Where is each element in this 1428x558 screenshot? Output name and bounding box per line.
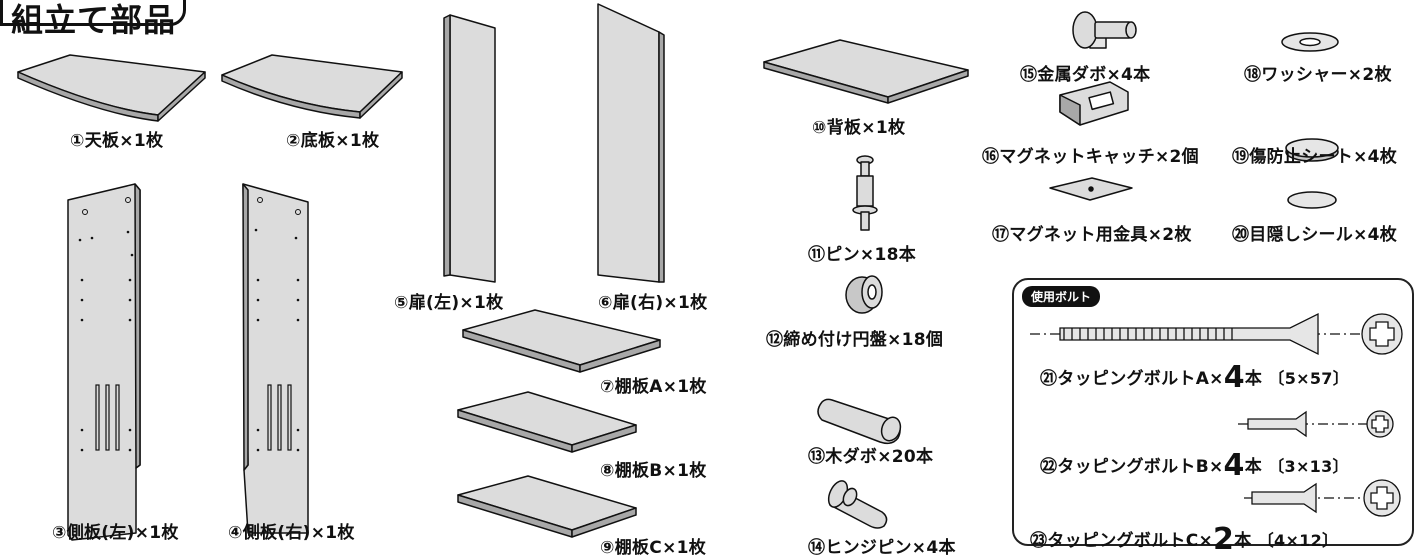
bolt-b-times: × — [1208, 457, 1224, 477]
label-door-right: ⑥扉(右)×1枚 — [598, 293, 708, 313]
disc-drawing — [845, 275, 883, 314]
bottom-board-drawing — [221, 54, 403, 119]
bolt-c-count: 2 — [1213, 522, 1235, 557]
panel-holes — [78, 197, 301, 452]
page-title-tab: 組立て部品 — [0, 0, 186, 39]
magnet-catch-drawing — [1059, 81, 1129, 126]
shelf-b-drawing — [457, 391, 637, 453]
bolt-b-name: ㉒タッピングボルトB — [1040, 457, 1209, 477]
label-metal-dowel: ⑮金属ダボ×4本 — [1020, 65, 1151, 85]
cover-seal-drawing — [1287, 191, 1337, 209]
washer-drawing — [1281, 32, 1339, 52]
label-magnet-catch: ⑯マグネットキャッチ×2個 — [982, 147, 1199, 167]
metal-dowel-drawing — [1072, 11, 1137, 49]
back-board-drawing — [763, 39, 969, 104]
shelf-c-drawing — [457, 475, 637, 538]
page-title: 組立て部品 — [11, 1, 177, 39]
label-top-board: ①天板×1枚 — [70, 131, 164, 151]
label-washer: ⑱ワッシャー×2枚 — [1244, 65, 1392, 85]
bolt-a-spec: 〔5×57〕 — [1268, 369, 1350, 388]
bolt-a-unit: 本 — [1244, 369, 1263, 389]
label-wood-dowel: ⑬木ダボ×20本 — [808, 447, 934, 467]
label-magnet-plate: ⑰マグネット用金具×2枚 — [992, 225, 1192, 245]
label-side-panel-right: ④側板(右)×1枚 — [228, 523, 355, 543]
bolt-b-spec: 〔3×13〕 — [1268, 457, 1349, 476]
panel-slots — [95, 384, 292, 451]
label-shelf-a: ⑦棚板A×1枚 — [600, 377, 707, 397]
bolt-b-count: 4 — [1223, 448, 1245, 483]
bolt-b-unit: 本 — [1244, 457, 1263, 477]
shelf-a-drawing — [462, 309, 661, 373]
label-pin: ⑪ピン×18本 — [808, 245, 917, 265]
label-protection-sheet: ⑲傷防止シート×4枚 — [1232, 147, 1398, 167]
bolt-c-unit: 本 — [1234, 531, 1252, 551]
label-hinge-pin: ⑭ヒンジピン×4本 — [808, 538, 956, 558]
magnet-plate-drawing — [1049, 177, 1133, 201]
bolt-box — [1012, 278, 1414, 546]
label-cover-seal: ⑳目隠しシール×4枚 — [1232, 225, 1398, 245]
hinge-pin-drawing — [827, 480, 888, 529]
protection-sheet-drawing — [1285, 138, 1339, 162]
top-board-drawing — [17, 54, 206, 122]
bolt-a-drawing — [1030, 312, 1403, 356]
label-bottom-board: ②底板×1枚 — [286, 131, 380, 151]
side-panel-right-drawing — [242, 183, 309, 534]
bolt-a-name: ㉑タッピングボルトA — [1040, 369, 1210, 389]
bolt-b-drawing — [1238, 410, 1394, 438]
label-back-board: ⑩背板×1枚 — [812, 118, 906, 138]
label-bolt-b: ㉒タッピングボルトB×4本 〔3×13〕 — [1040, 448, 1349, 483]
label-bolt-c: ㉓タッピングボルトC×2本 〔4×12〕 — [1030, 522, 1338, 557]
label-door-left: ⑤扉(左)×1枚 — [394, 293, 504, 313]
door-left-drawing — [443, 14, 496, 283]
wood-dowel-drawing — [817, 398, 902, 445]
bolt-a-times: × — [1209, 369, 1224, 389]
door-right-drawing — [597, 3, 665, 283]
bolt-a-count: 4 — [1223, 360, 1245, 395]
label-shelf-c: ⑨棚板C×1枚 — [600, 538, 707, 558]
label-disc: ⑫締め付け円盤×18個 — [766, 330, 944, 350]
label-bolt-a: ㉑タッピングボルトA×4本 〔5×57〕 — [1040, 360, 1349, 395]
pin-drawing — [852, 155, 878, 231]
bolt-c-drawing — [1244, 479, 1401, 517]
side-panel-left-drawing — [67, 183, 141, 541]
bolt-badge: 使用ボルト — [1022, 286, 1101, 307]
label-shelf-b: ⑧棚板B×1枚 — [600, 461, 707, 481]
bolt-c-name: ㉓タッピングボルトC — [1030, 531, 1199, 551]
bolt-c-times: × — [1198, 531, 1214, 551]
label-side-panel-left: ③側板(左)×1枚 — [52, 523, 179, 543]
bolt-c-spec: 〔4×12〕 — [1257, 531, 1339, 550]
